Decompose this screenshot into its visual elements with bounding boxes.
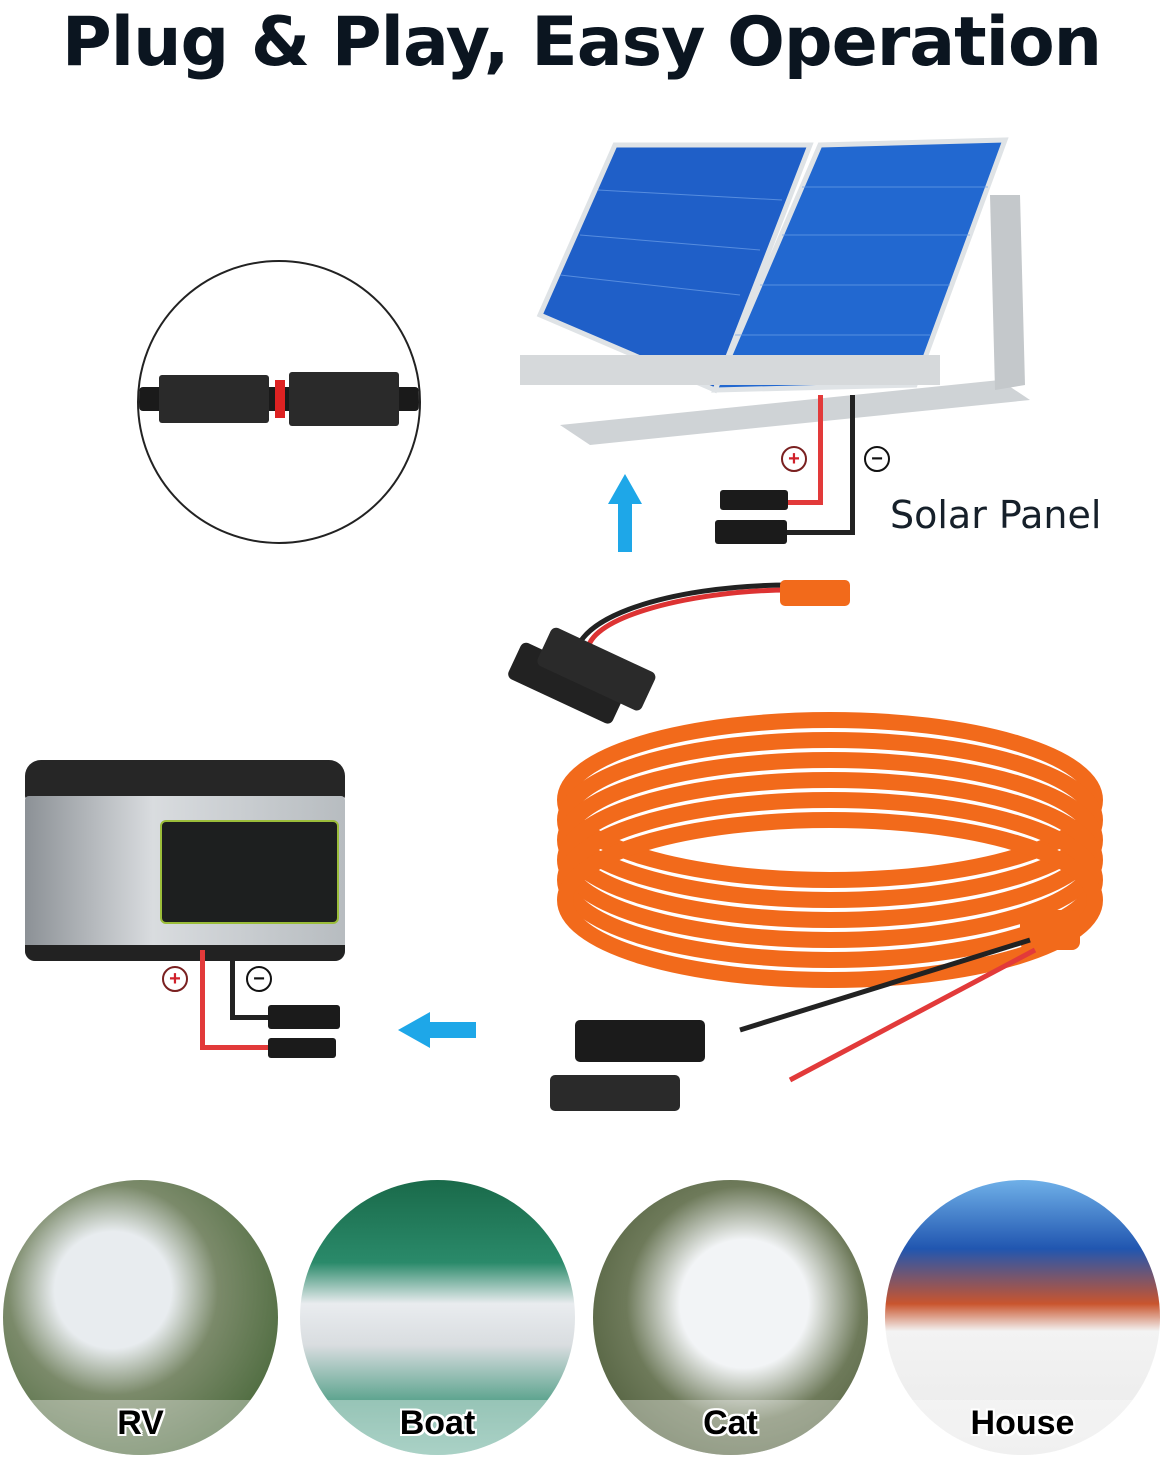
application-label: Boat (399, 1404, 476, 1442)
negative-icon: − (864, 446, 890, 472)
positive-icon: + (781, 446, 807, 472)
solar-panel-image (520, 135, 1040, 445)
application-rv: RV (3, 1180, 278, 1455)
application-label: RV (117, 1404, 164, 1442)
solar-negative-connector (715, 520, 787, 544)
station-negative-connector (268, 1005, 340, 1029)
power-station-image (25, 760, 345, 965)
application-cat: Cat (593, 1180, 868, 1455)
arrow-up-icon (608, 474, 642, 559)
application-label: House (970, 1404, 1075, 1442)
solar-positive-connector (720, 490, 788, 510)
connector-closeup (137, 260, 421, 544)
application-boat: Boat (300, 1180, 575, 1455)
station-positive-connector (268, 1038, 336, 1058)
negative-icon: − (246, 966, 272, 992)
application-house: House (885, 1180, 1160, 1455)
positive-icon: + (162, 966, 188, 992)
application-label: Cat (703, 1404, 758, 1442)
arrow-left-icon (398, 1012, 478, 1053)
page-title: Plug & Play, Easy Operation (61, 3, 1102, 82)
solar-panel-label: Solar Panel (890, 493, 1102, 537)
solar-extension-cable (490, 580, 1130, 1160)
